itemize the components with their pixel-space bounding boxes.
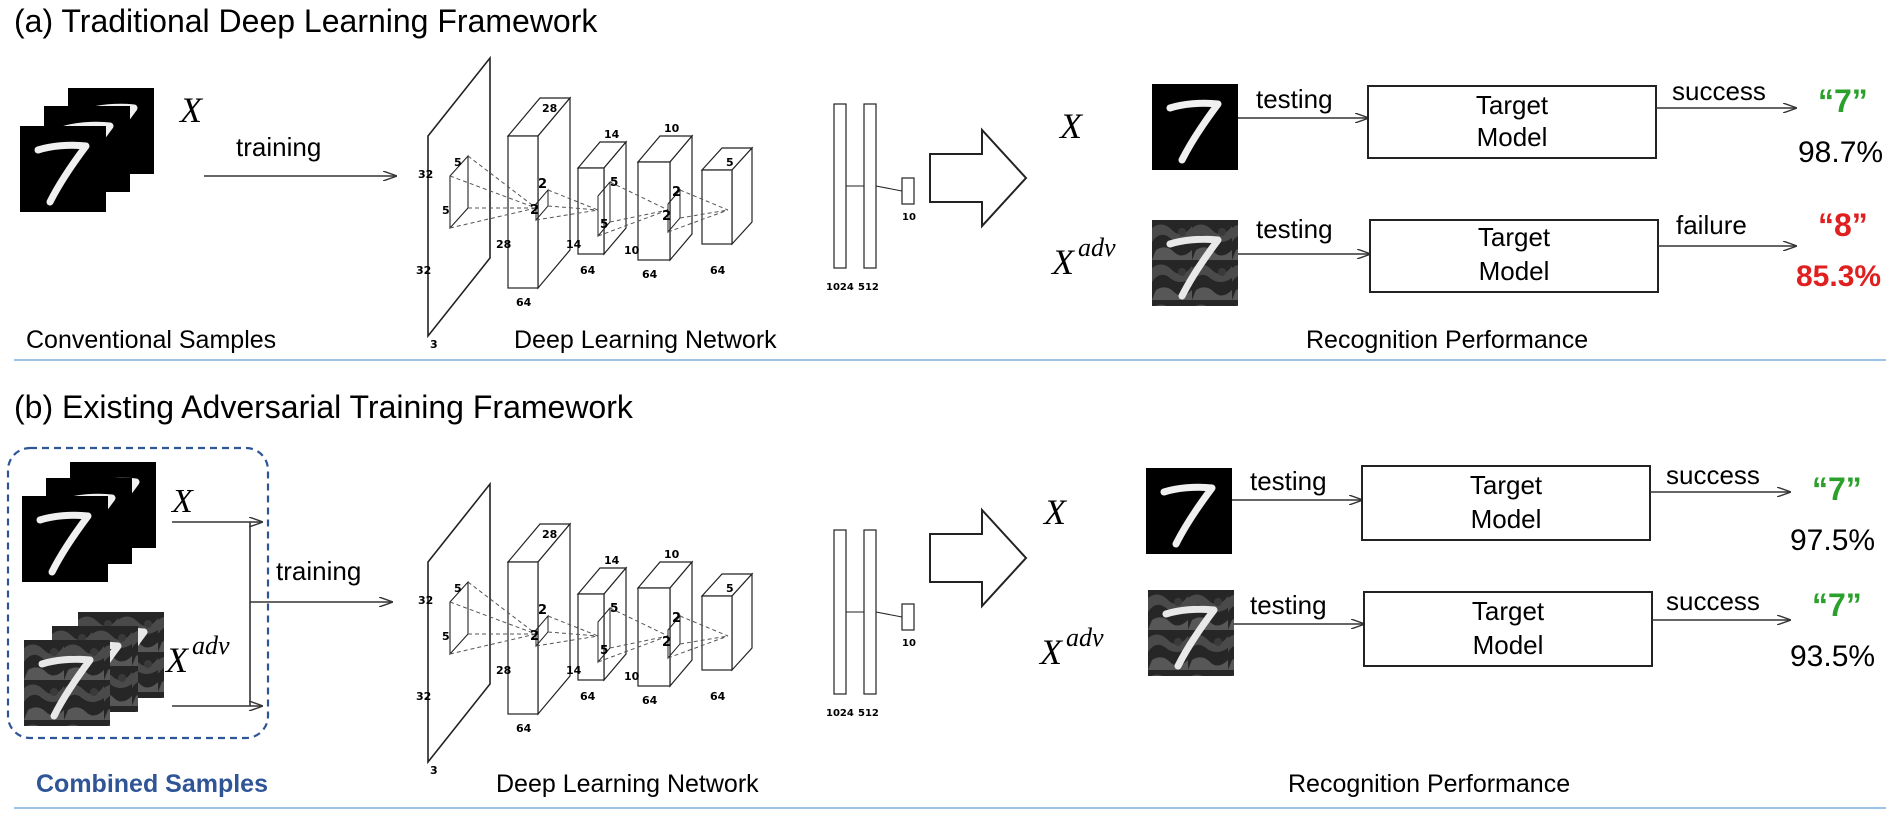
input-xadv-label: X [164, 640, 190, 680]
samples-caption: Combined Samples [36, 770, 268, 798]
testing-label: testing [1256, 214, 1333, 244]
test-row-clean: X testing Target Model success “7” 98.7% [1058, 76, 1883, 170]
clean-samples-stack [22, 462, 156, 582]
row-var-sup: adv [1066, 623, 1104, 652]
accuracy-label: 98.7% [1798, 136, 1883, 169]
target-model-box [1367, 85, 1657, 159]
cnn-network [415, 57, 917, 352]
testing-label: testing [1250, 590, 1327, 620]
digit-image [1152, 220, 1238, 306]
result-arrow [929, 509, 1027, 607]
input-xadv-sup: adv [192, 631, 230, 660]
model-label-line1: Target [1476, 90, 1549, 120]
test-row-adversarial: X adv testing Target Model failure “8” 8… [1050, 207, 1881, 306]
performance-caption: Recognition Performance [1306, 326, 1588, 354]
testing-label: testing [1250, 466, 1327, 496]
accuracy-label: 85.3% [1796, 260, 1881, 293]
digit-image [1152, 84, 1238, 170]
outcome-label: success [1666, 586, 1760, 616]
row-var: X [1050, 242, 1076, 282]
result-arrow [929, 129, 1027, 227]
conventional-samples-stack [20, 88, 154, 212]
target-model-box [1363, 591, 1653, 667]
model-label-line2: Model [1479, 256, 1550, 286]
network-caption: Deep Learning Network [514, 326, 777, 354]
adversarial-samples-stack [24, 612, 164, 726]
samples-caption: Conventional Samples [26, 326, 276, 354]
row-var: X [1058, 106, 1084, 146]
prediction-label: “7” [1818, 83, 1868, 119]
test-row-adversarial: X adv testing Target Model success “7” 9… [1038, 586, 1875, 676]
input-x-label: X [170, 483, 194, 520]
prediction-label: “7” [1812, 471, 1862, 507]
training-label: training [276, 556, 361, 586]
digit-image [1148, 590, 1234, 676]
prediction-label: “7” [1812, 587, 1862, 623]
cnn-network [415, 483, 917, 778]
panel-a: (a) Traditional Deep Learning Framework … [14, 3, 1886, 361]
input-x-label: X [178, 90, 204, 130]
model-label-line2: Model [1471, 504, 1542, 534]
test-row-clean: X testing Target Model success “7” 97.5% [1042, 460, 1875, 557]
network-caption: Deep Learning Network [496, 770, 759, 798]
performance-caption: Recognition Performance [1288, 770, 1570, 798]
outcome-label: success [1666, 460, 1760, 490]
accuracy-label: 93.5% [1790, 640, 1875, 673]
outcome-label: failure [1676, 210, 1747, 240]
panel-a-title: (a) Traditional Deep Learning Framework [14, 3, 598, 39]
model-label-line2: Model [1477, 122, 1548, 152]
row-var: X [1038, 632, 1064, 672]
training-label: training [236, 132, 321, 162]
panel-b: (b) Existing Adversarial Training Framew… [6, 389, 1886, 809]
model-label-line1: Target [1472, 596, 1545, 626]
model-label-line1: Target [1478, 222, 1551, 252]
prediction-label: “8” [1818, 207, 1868, 243]
accuracy-label: 97.5% [1790, 524, 1875, 557]
testing-label: testing [1256, 84, 1333, 114]
row-var-sup: adv [1078, 233, 1116, 262]
combined-samples-box [6, 446, 270, 740]
panel-b-title: (b) Existing Adversarial Training Framew… [14, 389, 634, 425]
model-label-line2: Model [1473, 630, 1544, 660]
row-var: X [1042, 492, 1068, 532]
target-model-box [1369, 219, 1659, 293]
digit-image [1146, 468, 1232, 554]
model-label-line1: Target [1470, 470, 1543, 500]
target-model-box [1361, 465, 1651, 541]
outcome-label: success [1672, 76, 1766, 106]
